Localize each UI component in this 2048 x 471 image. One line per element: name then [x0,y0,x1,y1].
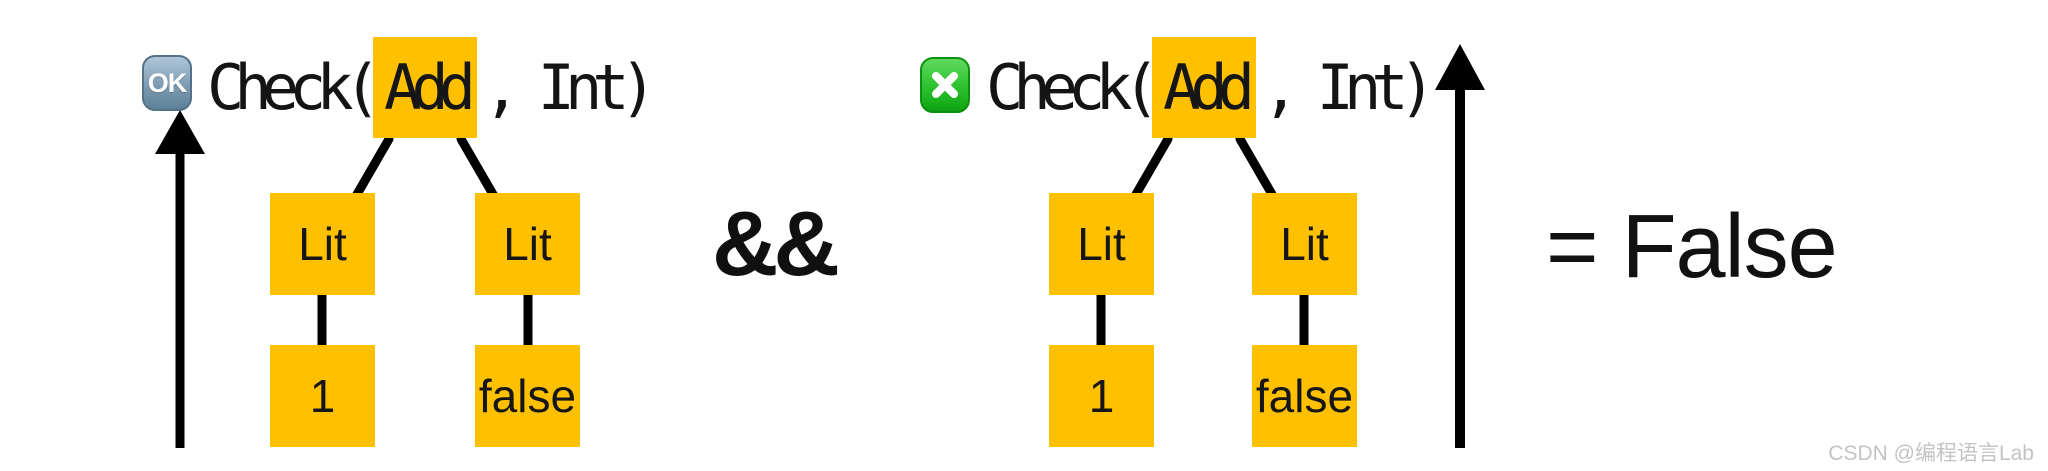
left-check-call-suffix: , Int) [483,51,657,124]
left-tree-lit-left-node: Lit [270,193,375,295]
left-tree-lit-right-node: Lit [475,193,580,295]
result-text: = False [1546,197,1838,297]
left-tree-leaf-one-node: 1 [270,345,375,447]
right-tree-leaf-one-node: 1 [1049,345,1154,447]
ok-button-icon: OK [142,55,192,111]
logical-and-operator: && [712,193,840,295]
x-icon [932,72,958,98]
left-edge-root-right [456,134,499,201]
left-edge-root-left [351,134,394,201]
right-edge-root-right [1235,134,1278,201]
left-tree-root-node: Add [373,37,477,138]
cross-mark-button-icon [920,57,970,113]
right-tree-root-node: Add [1152,37,1256,138]
right-tree-lit-left-node: Lit [1049,193,1154,295]
right-edge-root-left [1130,134,1173,201]
left-check-call-prefix: Check( [207,51,381,124]
left-tree-leaf-false-node: false [475,345,580,447]
ok-badge-label: OK [147,67,187,98]
left-upward-arrow [155,110,205,448]
right-arrow-head [1435,44,1485,90]
left-tree-edges [317,134,533,352]
right-check-call-suffix: , Int) [1262,51,1436,124]
left-arrow-head [155,110,205,154]
right-tree-lit-right-node: Lit [1252,193,1357,295]
right-tree-leaf-false-node: false [1252,345,1357,447]
right-check-call-prefix: Check( [986,51,1160,124]
right-upward-arrow [1435,44,1485,448]
watermark: CSDN @编程语言Lab [1828,442,2034,465]
right-tree-edges [1096,134,1309,352]
